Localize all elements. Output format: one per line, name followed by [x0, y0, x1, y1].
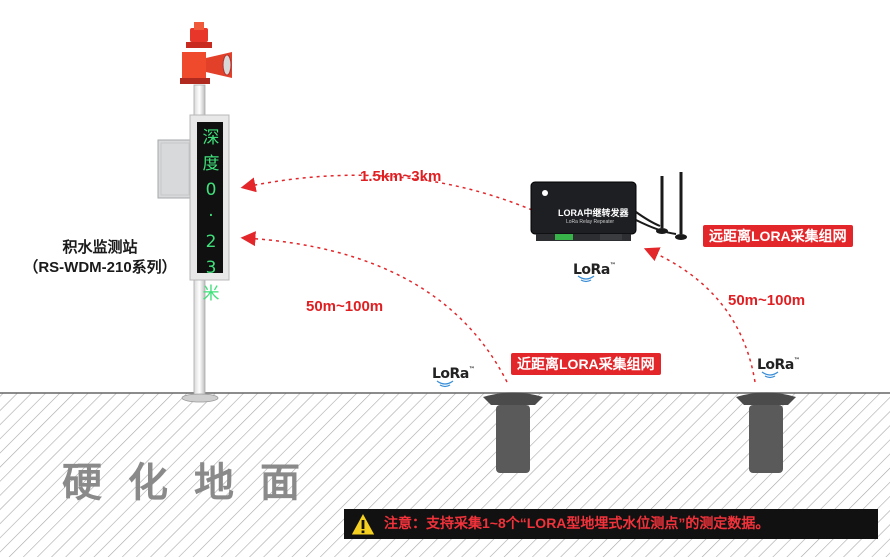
lora-signal-icon	[436, 275, 779, 388]
station-model: （RS-WDM-210系列）	[23, 259, 177, 276]
led-char: ·	[208, 206, 214, 226]
relay-title: LORA中继转发器	[558, 208, 629, 218]
relay-device	[530, 172, 687, 241]
near-range-label-right: 50m~100m	[728, 292, 806, 309]
led-char: 2	[205, 232, 217, 252]
monitoring-station	[157, 22, 232, 403]
led-char: 度	[202, 154, 220, 174]
near-network-tag: 近距离LORA采集组网	[511, 353, 661, 375]
relay-subtitle: LoRa Relay Repeater	[566, 219, 615, 225]
near-range-label-left: 50m~100m	[306, 298, 384, 315]
led-char: 深	[202, 128, 220, 148]
lora-logo-mark: ™	[793, 357, 800, 364]
note-text: 注意：支持采集1~8个“LORA型地埋式水位测点”的测定数据。	[384, 515, 770, 531]
near-link-arc-right	[643, 247, 756, 383]
buried-sensor-right	[736, 392, 796, 473]
far-link-arc	[240, 174, 533, 211]
lora-logo-relay: LoRa™	[573, 262, 616, 278]
lora-logo-mark: ™	[468, 366, 475, 373]
far-network-tag: 远距离LORA采集组网	[703, 225, 853, 247]
lora-logo-left: LoRa™	[432, 366, 475, 382]
alarm-light-icon	[180, 22, 232, 84]
lora-logo-text: LoRa	[432, 366, 469, 382]
lora-logo-mark: ™	[609, 262, 616, 269]
buried-sensor-left	[483, 392, 543, 473]
lora-logo-text: LoRa	[757, 357, 794, 373]
led-char: 米	[202, 284, 220, 304]
signal-links	[240, 174, 756, 383]
led-char: 3	[205, 258, 217, 278]
ground-label: 硬化地面	[62, 459, 326, 506]
warning-triangle-icon	[350, 511, 376, 536]
note-bar	[344, 509, 878, 539]
far-range-label: 1.5km~3km	[360, 168, 442, 185]
lora-logo-right: LoRa™	[757, 357, 800, 373]
led-char: 0	[205, 180, 217, 200]
led-display: 深 度 0 · 2 3 米	[199, 125, 223, 307]
lora-logo-text: LoRa	[573, 262, 610, 278]
station-label: 积水监测站 （RS-WDM-210系列）	[0, 238, 200, 278]
station-name: 积水监测站	[62, 239, 138, 256]
